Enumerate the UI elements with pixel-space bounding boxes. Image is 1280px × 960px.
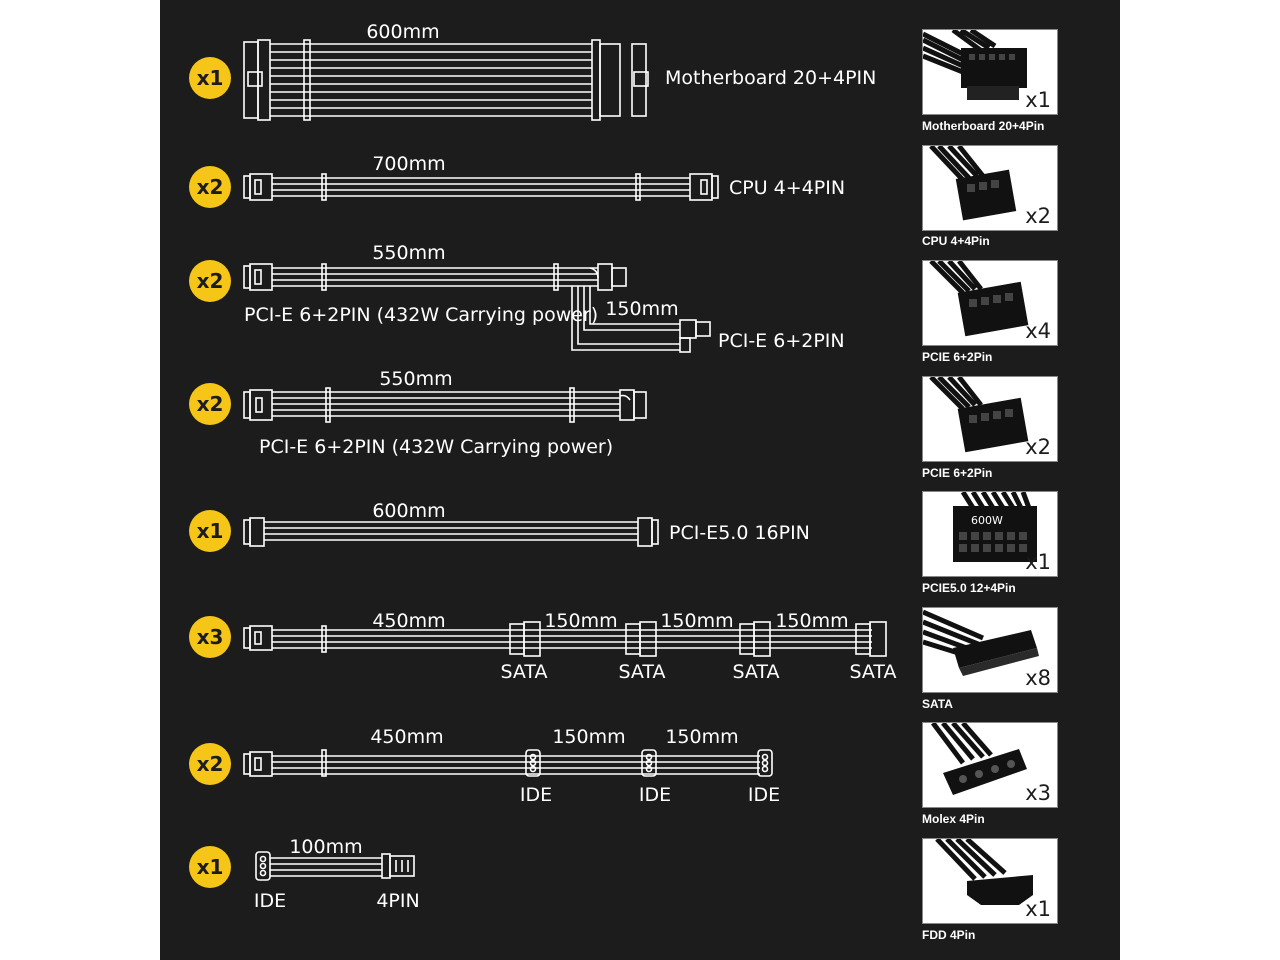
count-badge-text: x1 <box>197 519 224 543</box>
segment-length: 150mm <box>660 610 733 632</box>
cable-length: 550mm <box>379 368 452 390</box>
sata-connector-icon <box>923 609 1039 676</box>
thumbnail-count: x2 <box>1025 204 1051 228</box>
segment-length: 150mm <box>665 726 738 748</box>
connector-label: IDE <box>520 784 552 806</box>
cable-row-ide: x2 450mm 150mm 150mm IDE IDE IDE <box>189 726 780 806</box>
cable-row-sata: x3 450mm 150mm 150mm 150mm SATA SATA SAT… <box>189 610 897 683</box>
connector-label: SATA <box>500 661 547 683</box>
count-badge-text: x1 <box>197 855 224 879</box>
thumbnail-caption: FDD 4Pin <box>922 928 976 942</box>
pcie-cable-icon <box>243 387 647 423</box>
cpu-cable-icon <box>243 173 719 201</box>
cable-length: 600mm <box>366 21 439 43</box>
branch-length: 150mm <box>605 298 678 320</box>
pcie-connector-icon <box>929 261 1029 337</box>
molex-connector-icon <box>931 723 1027 795</box>
thumbnail-count: x2 <box>1025 435 1051 459</box>
motherboard-connector-icon <box>923 30 1027 100</box>
cable-label: PCI-E5.0 16PIN <box>669 522 810 544</box>
pcie-split-cable-icon <box>243 263 711 353</box>
cable-length: 450mm <box>370 726 443 748</box>
count-badge-text: x2 <box>197 175 224 199</box>
count-badge-text: x1 <box>197 66 224 90</box>
ide-to-4pin-cable-icon <box>255 851 415 881</box>
count-badge-text: x2 <box>197 269 224 293</box>
thumbnail-sata: x8 <box>922 607 1058 693</box>
thumbnail-count: x3 <box>1025 781 1051 805</box>
connector-label: SATA <box>618 661 665 683</box>
thumbnail-caption: SATA <box>922 697 953 711</box>
thumbnail-caption: Molex 4Pin <box>922 812 985 826</box>
cable-label: CPU 4+4PIN <box>729 177 845 199</box>
cpu-connector-icon <box>929 146 1017 221</box>
connector-label: IDE <box>748 784 780 806</box>
thumbnail-count: x1 <box>1025 897 1051 921</box>
motherboard-cable-icon <box>243 39 649 121</box>
cable-row-motherboard: x1 600mm Motherboard 20+4PIN <box>189 21 876 121</box>
segment-length: 150mm <box>552 726 625 748</box>
connector-label: SATA <box>732 661 779 683</box>
cable-label: PCI-E 6+2PIN (432W Carrying power) <box>259 436 613 458</box>
sata-cable-icon <box>243 621 887 657</box>
count-badge <box>189 743 231 785</box>
ide-cable-icon <box>243 749 773 777</box>
pcie5-cable-icon <box>243 517 659 547</box>
count-badge <box>189 383 231 425</box>
branch-label: PCI-E 6+2PIN <box>718 330 845 352</box>
pcie5-connector-icon: 600W <box>953 492 1037 562</box>
cable-row-pcie5: x1 600mm PCI-E5.0 16PIN <box>189 500 810 552</box>
cable-length: 100mm <box>289 836 362 858</box>
count-badge <box>189 57 231 99</box>
thumbnail-molex: x3 <box>922 722 1058 808</box>
count-badge-text: x2 <box>197 752 224 776</box>
connector-label: IDE <box>639 784 671 806</box>
fdd-connector-icon <box>935 839 1033 905</box>
thumbnail-caption: PCIE 6+2Pin <box>922 466 993 480</box>
count-badge <box>189 510 231 552</box>
count-badge <box>189 846 231 888</box>
thumbnail-motherboard: x1 <box>922 29 1058 115</box>
cable-length: 700mm <box>372 153 445 175</box>
cable-row-pcie: x2 550mm PCI-E 6+2PIN (432W Carrying pow… <box>189 368 647 458</box>
thumbnail-pcie: x4 <box>922 260 1058 346</box>
thumbnail-count: x4 <box>1025 319 1051 343</box>
thumbnail-count: x1 <box>1025 550 1051 574</box>
count-badge <box>189 166 231 208</box>
thumbnail-cpu: x2 <box>922 145 1058 231</box>
connector-label: IDE <box>254 890 286 912</box>
thumbnail-caption: CPU 4+4Pin <box>922 234 990 248</box>
cable-row-pcie-split: x2 550mm PCI-E 6+2PIN (432W Carrying pow… <box>189 242 845 353</box>
pcie-connector-icon <box>929 377 1029 453</box>
thumbnail-caption: PCIE 6+2Pin <box>922 350 993 364</box>
cable-row-cpu: x2 700mm CPU 4+4PIN <box>189 153 845 208</box>
count-badge-text: x2 <box>197 392 224 416</box>
thumbnail-fdd: x1 <box>922 838 1058 924</box>
connector-wattage-text: 600W <box>971 514 1003 527</box>
cable-spec-panel: x1 600mm Motherboard 20+4PIN x2 <box>160 0 1120 960</box>
cable-length: 550mm <box>372 242 445 264</box>
cable-label: PCI-E 6+2PIN (432W Carrying power) <box>244 304 598 326</box>
thumbnail-caption: PCIE5.0 12+4Pin <box>922 581 1016 595</box>
thumbnail-pcie-2: x2 <box>922 376 1058 462</box>
count-badge-text: x3 <box>197 625 224 649</box>
cable-row-ide-to-4pin: x1 100mm IDE 4PIN <box>189 836 420 912</box>
segment-length: 150mm <box>775 610 848 632</box>
count-badge <box>189 260 231 302</box>
cable-diagram: x1 600mm Motherboard 20+4PIN x2 <box>189 21 897 912</box>
segment-length: 150mm <box>544 610 617 632</box>
thumbnail-count: x8 <box>1025 666 1051 690</box>
count-badge <box>189 616 231 658</box>
cable-length: 450mm <box>372 610 445 632</box>
connector-label: 4PIN <box>376 890 419 912</box>
thumbnail-count: x1 <box>1025 88 1051 112</box>
cable-length: 600mm <box>372 500 445 522</box>
thumbnail-caption: Motherboard 20+4Pin <box>922 119 1045 133</box>
thumbnail-pcie5: 600W x1 <box>922 491 1058 577</box>
connector-label: SATA <box>849 661 896 683</box>
cable-label: Motherboard 20+4PIN <box>665 67 876 89</box>
